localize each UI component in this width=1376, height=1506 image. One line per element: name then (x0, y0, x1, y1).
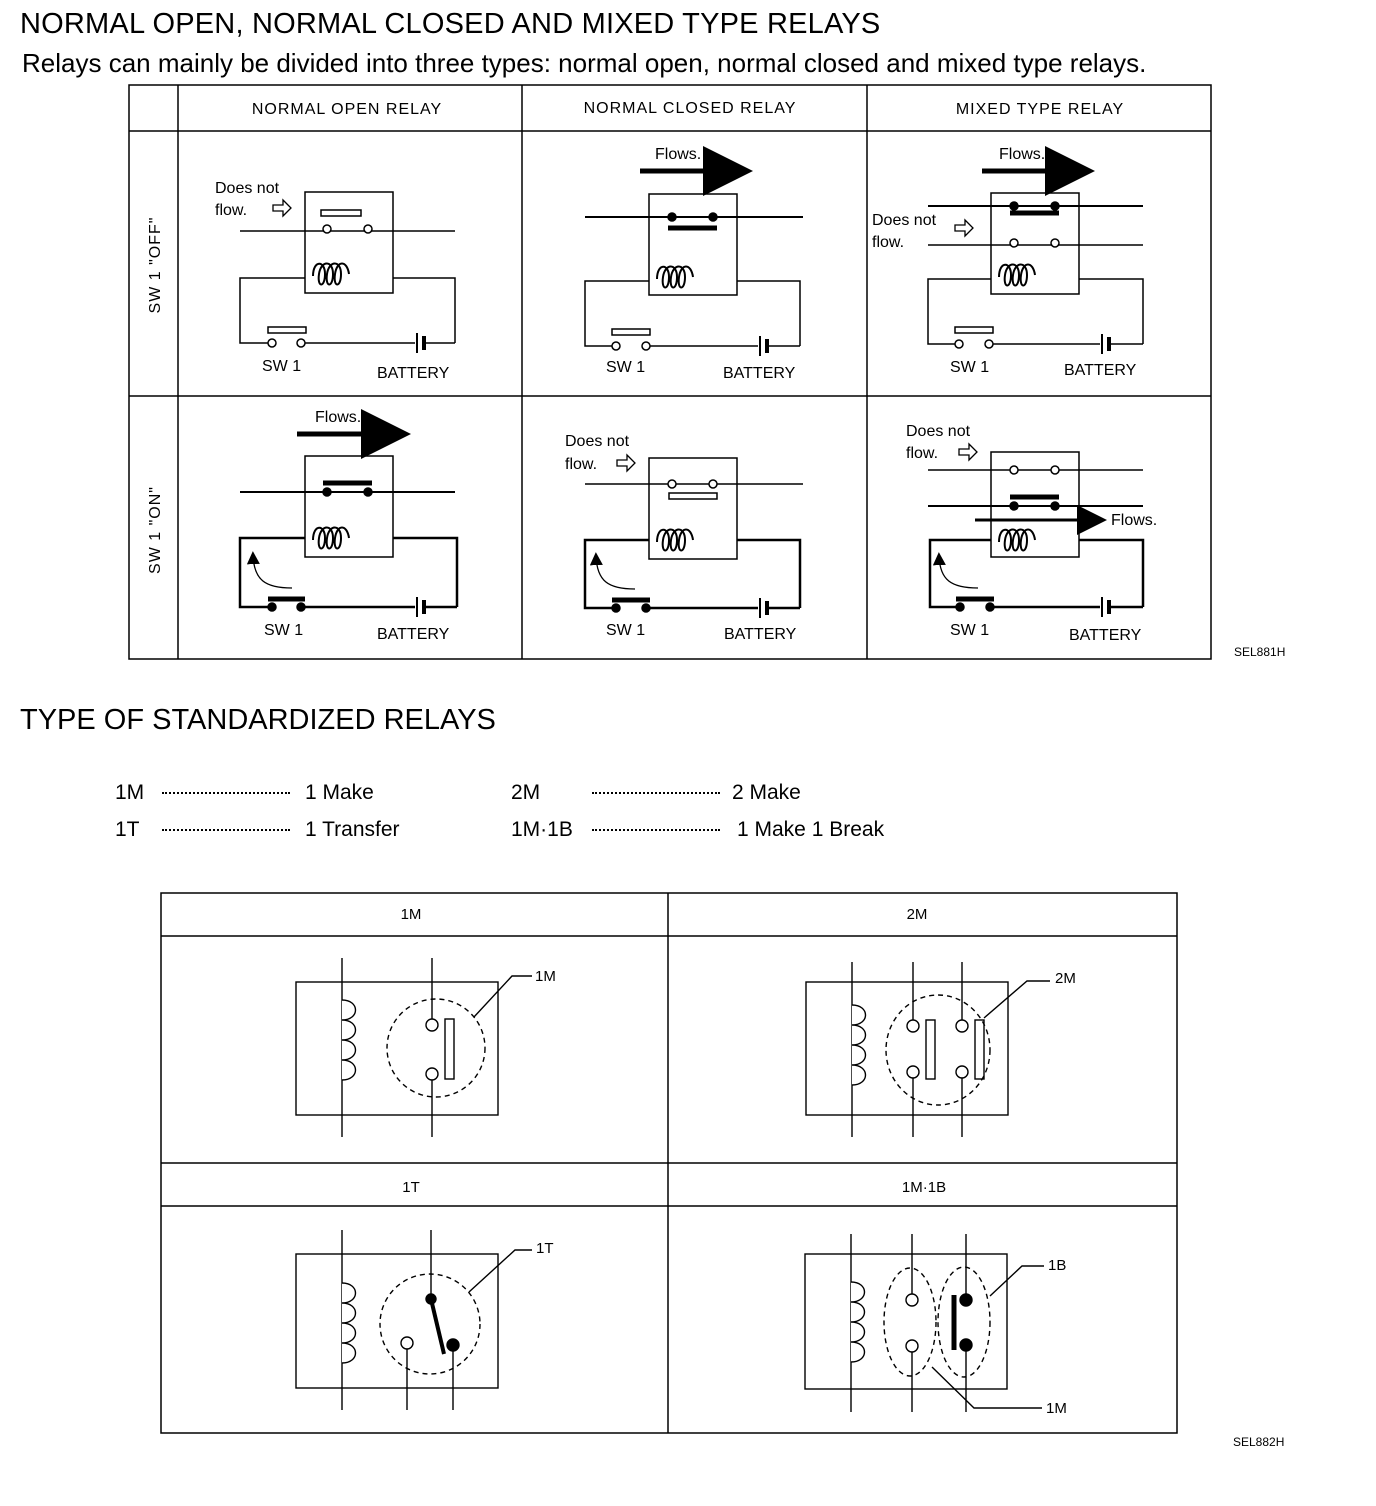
callout-1b: 1B (1048, 1257, 1066, 1274)
callout-2m: 2M (1055, 970, 1076, 987)
label-flow: flow. (565, 456, 597, 473)
row-header-sw1-on: SW 1 "ON" (147, 486, 164, 574)
header-1m1b: 1M·1B (902, 1179, 946, 1196)
label-flows: Flows. (1111, 512, 1157, 529)
standardized-relays-table (160, 892, 1178, 1434)
relay-1m (295, 958, 532, 1137)
col-header-normal-open: NORMAL OPEN RELAY (252, 101, 442, 118)
label-flows: Flows. (999, 146, 1045, 163)
legend-meaning-2m: 2 Make (732, 781, 801, 804)
label-battery: BATTERY (377, 365, 450, 382)
label-flows: Flows. (655, 146, 701, 163)
relay-types-table (128, 84, 1212, 660)
cell-normal-closed-off (584, 146, 803, 356)
relay-1t (295, 1230, 532, 1410)
legend-meaning-1t: 1 Transfer (305, 818, 400, 841)
label-does-not: Does not (565, 433, 630, 450)
page-subtitle: Relays can mainly be divided into three … (22, 48, 1147, 78)
cell-normal-open-off (239, 191, 456, 353)
legend-leader (592, 829, 720, 831)
header-1t: 1T (402, 1179, 420, 1196)
label-does-not: Does not (906, 423, 971, 440)
cell-mixed-on (928, 442, 1145, 617)
legend-leader (162, 829, 290, 831)
cell-normal-closed-on (583, 453, 803, 618)
callout-1m: 1M (535, 968, 556, 985)
header-2m: 2M (907, 906, 928, 923)
page-title: NORMAL OPEN, NORMAL CLOSED AND MIXED TYP… (20, 8, 881, 40)
label-sw1: SW 1 (264, 622, 303, 639)
label-flow: flow. (215, 202, 247, 219)
legend-code-2m: 2M (511, 781, 541, 804)
label-flow: flow. (906, 445, 938, 462)
label-does-not: Does not (215, 180, 280, 197)
legend-meaning-1m1b: 1 Make 1 Break (737, 818, 885, 841)
row-header-sw1-off: SW 1 "OFF" (147, 217, 164, 314)
label-flows: Flows. (315, 409, 361, 426)
legend-code-1t: 1T (115, 818, 140, 841)
label-battery: BATTERY (1069, 627, 1142, 644)
callout-1t: 1T (536, 1240, 554, 1257)
label-battery: BATTERY (377, 626, 450, 643)
label-sw1: SW 1 (606, 359, 645, 376)
figure-code-sel881h: SEL881H (1234, 645, 1285, 659)
cell-mixed-off (927, 146, 1144, 354)
label-flow: flow. (872, 234, 904, 251)
label-sw1: SW 1 (950, 622, 989, 639)
label-battery: BATTERY (723, 365, 796, 382)
section-title-standardized-relays: TYPE OF STANDARDIZED RELAYS (20, 704, 496, 736)
label-does-not: Does not (872, 212, 937, 229)
col-header-mixed: MIXED TYPE RELAY (956, 101, 1124, 118)
label-sw1: SW 1 (950, 359, 989, 376)
label-sw1: SW 1 (606, 622, 645, 639)
label-sw1: SW 1 (262, 358, 301, 375)
label-battery: BATTERY (724, 626, 797, 643)
legend-code-1m1b: 1M·1B (511, 818, 573, 841)
legend-code-1m: 1M (115, 781, 145, 804)
col-header-normal-closed: NORMAL CLOSED RELAY (584, 100, 797, 117)
label-battery: BATTERY (1064, 362, 1137, 379)
legend-meaning-1m: 1 Make (305, 781, 374, 804)
relay-1m1b (804, 1234, 1044, 1412)
legend-leader (162, 792, 290, 794)
legend-leader (592, 792, 720, 794)
header-1m: 1M (401, 906, 422, 923)
figure-code-sel882h: SEL882H (1233, 1435, 1284, 1449)
callout-1m-sub: 1M (1046, 1400, 1067, 1417)
cell-normal-open-on (238, 409, 459, 617)
relay-2m (805, 962, 1050, 1137)
